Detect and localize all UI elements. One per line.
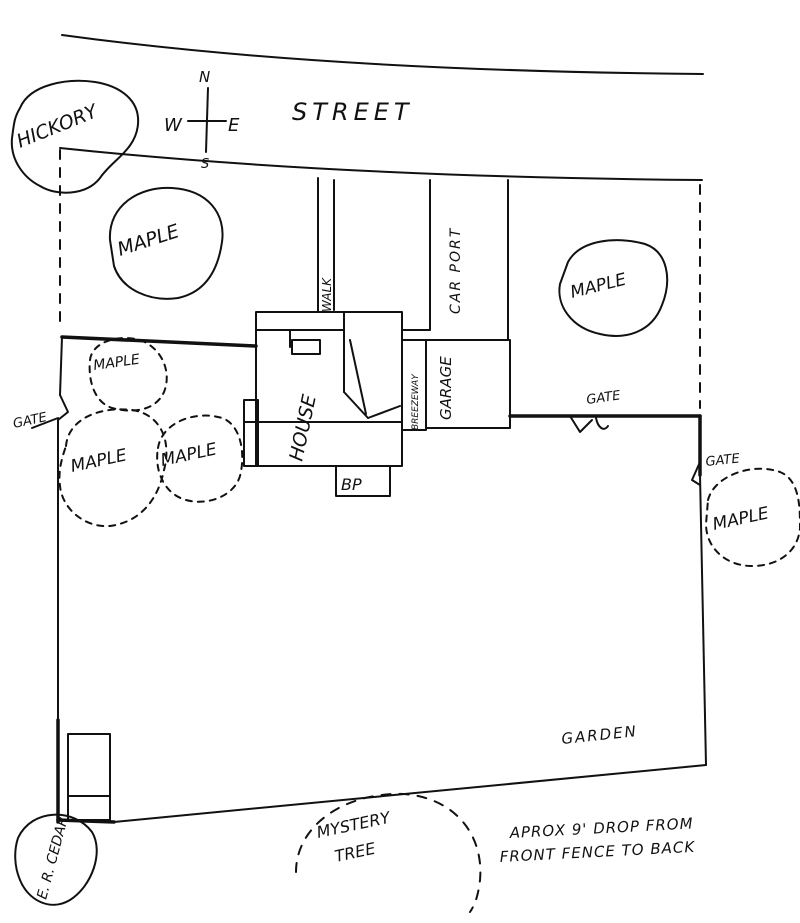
house-label: HOUSE — [285, 393, 320, 463]
compass-rose: N S W E — [164, 68, 240, 172]
house-outline — [243, 311, 403, 467]
maple-left-outline — [58, 408, 168, 528]
bp-label: BP — [341, 475, 362, 494]
gate-middle-label: GATE — [585, 388, 622, 408]
maple-front-right-label: MAPLE — [568, 270, 628, 303]
compass-south-label: S — [201, 157, 209, 172]
garage-outline — [425, 339, 511, 429]
bp-outline — [335, 465, 391, 497]
maple-small-outline — [88, 337, 168, 412]
yard-left-boundary — [57, 336, 63, 721]
gate-left-symbol — [57, 394, 69, 421]
compass-north-label: N — [199, 68, 210, 86]
cedar-tree-outline — [14, 813, 98, 906]
shed-outline — [67, 733, 111, 821]
carport-outline — [402, 179, 509, 341]
maple-side-outline — [705, 467, 800, 567]
mystery-tree-outline — [295, 792, 482, 913]
garden-label: GARDEN — [561, 722, 639, 748]
hickory-label: HICKORY — [14, 100, 102, 153]
street-north-edge — [61, 34, 704, 75]
gate-left-label: GATE — [12, 410, 49, 432]
maple-center-outline — [156, 414, 244, 503]
compass-east-label: E — [228, 115, 240, 136]
maple-front-right-outline — [558, 239, 669, 337]
street-label: STREET — [292, 98, 414, 126]
breezeway-label: BREEZEWAY — [411, 373, 421, 430]
maple-front-left-label: MAPLE — [115, 220, 182, 261]
house-fixture — [291, 339, 321, 355]
carport-label: CAR PORT — [448, 227, 464, 314]
gate-left-arrow — [31, 417, 59, 429]
maple-left-label: MAPLE — [69, 445, 129, 476]
cedar-label: E. R. CEDAR — [34, 815, 71, 901]
mystery-tree-label-line1: MYSTERY — [315, 808, 393, 842]
street-south-edge — [59, 147, 703, 181]
maple-front-left-outline — [108, 186, 224, 300]
walk-label: WALK — [320, 277, 334, 312]
gate-middle-symbol — [569, 415, 609, 433]
walk-outline — [317, 177, 335, 313]
garage-label: GARAGE — [437, 356, 455, 420]
maple-side-label: MAPLE — [711, 503, 771, 534]
yard-back-boundary — [113, 764, 707, 823]
fence-left-front — [60, 335, 258, 348]
maple-small-label: MAPLE — [92, 352, 141, 374]
drop-note-line1: APROX 9' DROP FROM — [508, 814, 694, 842]
gate-right-label: GATE — [705, 451, 741, 470]
yard-right-boundary — [699, 474, 707, 766]
drop-note-line2: FRONT FENCE TO BACK — [499, 838, 695, 866]
mystery-tree-label-line2: TREE — [333, 839, 378, 866]
compass-west-label: W — [164, 115, 183, 136]
hickory-tree-outline — [10, 79, 140, 194]
gate-right-symbol — [691, 461, 701, 486]
maple-center-label: MAPLE — [159, 439, 219, 470]
